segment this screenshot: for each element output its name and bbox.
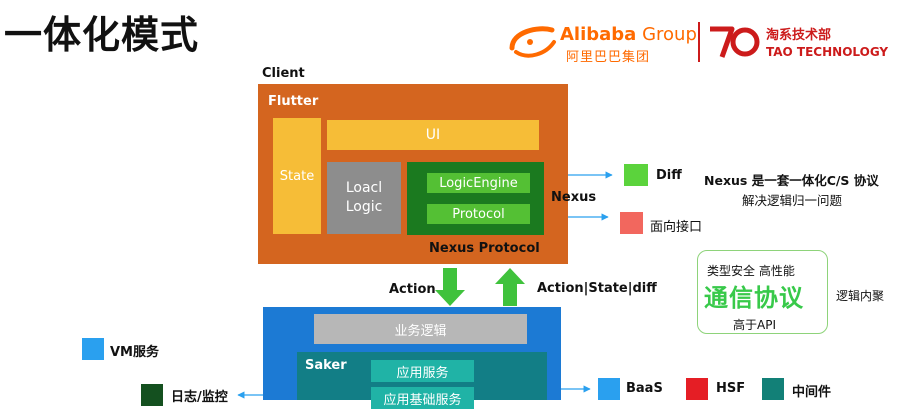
- business-logic-block: 业务逻辑: [314, 314, 527, 344]
- nexus-protocol-label: Nexus Protocol: [429, 241, 540, 256]
- comm-protocol-subtitle: 高于API: [733, 318, 776, 332]
- tao-tech-en-name: TAO TECHNOLOGY: [766, 45, 889, 59]
- logic-cohesion-label: 逻辑内聚: [836, 289, 885, 303]
- saker-label: Saker: [305, 358, 347, 373]
- alibaba-smile-icon: [509, 26, 556, 58]
- middleware-legend-label: 中间件: [792, 385, 832, 400]
- vm-service-legend-swatch: [82, 338, 104, 360]
- interface-legend-swatch: [620, 212, 643, 234]
- log-monitor-legend-label: 日志/监控: [171, 390, 228, 405]
- client-label: Client: [262, 66, 305, 81]
- hsf-legend-label: HSF: [716, 381, 746, 396]
- baas-legend-label: BaaS: [626, 381, 663, 396]
- comm-protocol-title: 通信协议: [704, 284, 804, 312]
- action-down-arrow: [435, 268, 465, 306]
- interface-legend-label: 面向接口: [650, 220, 703, 235]
- ui-block: UI: [327, 120, 539, 150]
- protocol-block: Protocol: [427, 204, 530, 224]
- comm-protocol-features: 类型安全 高性能: [707, 264, 795, 278]
- nexus-description-line1: Nexus 是一套一体化C/S 协议: [704, 173, 879, 188]
- vm-service-legend-label: VM服务: [110, 345, 159, 360]
- nexus-label: Nexus: [551, 190, 597, 205]
- page-title: 一体化模式: [4, 13, 200, 57]
- diff-legend-label: Diff: [656, 168, 682, 183]
- nexus-description-line2: 解决逻辑归一问题: [742, 193, 843, 208]
- state-arrow-label: Action|State|diff: [537, 281, 657, 296]
- app-service-block: 应用服务: [371, 360, 474, 382]
- baas-legend-swatch: [598, 378, 620, 400]
- comm-protocol-card: [697, 250, 828, 334]
- logic-engine-block: LogicEngine: [427, 173, 530, 193]
- middleware-legend-swatch: [762, 378, 784, 400]
- tao-tech-cn-name: 淘系技术部: [766, 28, 832, 43]
- state-up-arrow: [495, 268, 525, 306]
- hsf-legend-swatch: [686, 378, 708, 400]
- action-arrow-label: Action: [389, 282, 436, 297]
- alibaba-group-logo: Alibaba Group 阿里巴巴集团: [508, 20, 708, 68]
- alibaba-group-cn-name: 阿里巴巴集团: [566, 50, 651, 65]
- flutter-label: Flutter: [268, 94, 319, 109]
- tao-technology-logo-icon: [710, 26, 760, 58]
- state-block: State: [273, 118, 321, 234]
- local-logic-block: Loacl Logic: [327, 162, 401, 234]
- log-monitor-legend-swatch: [141, 384, 163, 406]
- alibaba-group-wordmark: Alibaba Group: [560, 24, 697, 45]
- logo-divider: [698, 22, 700, 62]
- diff-legend-swatch: [624, 164, 648, 186]
- app-base-service-block: 应用基础服务: [371, 387, 474, 409]
